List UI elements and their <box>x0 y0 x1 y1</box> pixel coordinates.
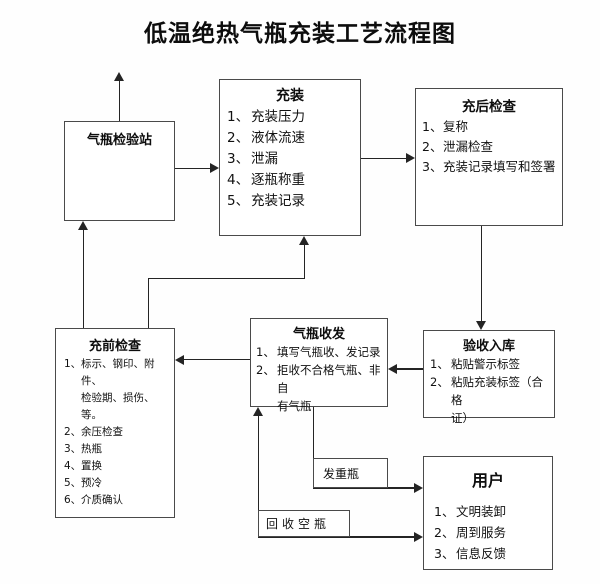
connector-precheck-to-filling-arrowhead <box>299 236 309 245</box>
connector-dispatch-full-arrowhead <box>414 483 423 493</box>
node-cylinder-inspection-station: 气瓶检验站 <box>64 121 175 221</box>
list-item: 1、复称 <box>422 119 469 134</box>
list-item: 2、泄漏检查 <box>422 139 494 154</box>
list-item: 2、余压检查 <box>64 426 123 438</box>
list-item: 1、标示、钢印、附件、检验期、损伤、等。 <box>64 358 155 421</box>
node-post-filling-check: 充后检查 1、复称 2、泄漏检查 3、充装记录填写和签署 <box>415 88 563 226</box>
list-item: 3、信息反馈 <box>434 546 507 561</box>
node-item-list: 1、标示、钢印、附件、检验期、损伤、等。 2、余压检查 3、热瓶 4、置换 5、… <box>56 354 174 509</box>
connector-precheck-to-station-arrowhead <box>78 221 88 230</box>
connector-precheck-to-filling-segment-2 <box>147 277 305 279</box>
node-title: 充前检查 <box>88 339 141 354</box>
connector-postcheck-to-acceptance-arrowhead <box>476 321 486 330</box>
connector-station-to-filling-arrowhead <box>210 163 219 173</box>
node-pre-filling-check: 充前检查 1、标示、钢印、附件、检验期、损伤、等。 2、余压检查 3、热瓶 4、… <box>55 328 175 518</box>
node-acceptance-warehousing: 验收入库 1、粘贴警示标签 2、粘贴充装标签（合格证） <box>423 330 555 425</box>
diagram-title: 低温绝热气瓶充装工艺流程图 <box>144 20 456 47</box>
connector-precheck-to-station-line <box>82 229 84 328</box>
list-item: 6、介质确认 <box>64 494 123 506</box>
label-dispatch-full-cylinders: 发重瓶 <box>313 458 388 488</box>
list-item: 2、拒收不合格气瓶、非自有气瓶 <box>256 363 381 413</box>
connector-filling-to-postcheck-arrowhead <box>406 153 415 163</box>
list-item: 2、液体流速 <box>227 130 305 146</box>
node-item-list: 1、粘贴警示标签 2、粘贴充装标签（合格证） <box>424 354 554 427</box>
node-item-list: 1、充装压力 2、液体流速 3、泄漏 4、逐瓶称重 5、充装记录 <box>220 105 360 212</box>
connector-acceptance-to-receiving-line <box>396 368 425 370</box>
node-title: 气瓶收发 <box>292 327 345 342</box>
connector-postcheck-to-acceptance-line <box>480 226 482 322</box>
node-filling: 充装 1、充装压力 2、液体流速 3、泄漏 4、逐瓶称重 5、充装记录 <box>219 79 361 236</box>
node-user: 用户 1、文明装卸 2、周到服务 3、信息反馈 <box>423 456 553 570</box>
list-item: 1、文明装卸 <box>434 504 507 519</box>
list-item: 3、泄漏 <box>227 151 278 167</box>
list-item: 1、粘贴警示标签 <box>430 357 520 371</box>
list-item: 4、置换 <box>64 460 102 472</box>
list-item: 5、预冷 <box>64 477 102 489</box>
connector-precheck-to-filling-segment-3 <box>303 244 305 278</box>
connector-filling-to-postcheck-line <box>361 157 406 159</box>
connector-station-exit-line <box>118 81 120 121</box>
connector-precheck-to-filling-segment-1 <box>147 278 149 328</box>
connector-recover-empty-segment-1 <box>257 415 259 537</box>
connector-receiving-to-precheck-arrowhead <box>175 354 184 365</box>
node-title: 用户 <box>471 471 504 490</box>
list-item: 2、周到服务 <box>434 525 507 540</box>
connector-recover-empty-arrowhead-up <box>253 407 263 416</box>
node-title: 气瓶检验站 <box>86 133 152 148</box>
list-item: 4、逐瓶称重 <box>227 172 305 188</box>
label-recover-empty-cylinders: 回收空瓶 <box>258 510 350 537</box>
connector-dispatch-full-segment-1 <box>312 407 314 488</box>
list-item: 1、充装压力 <box>227 109 305 125</box>
list-item: 3、热瓶 <box>64 443 102 455</box>
list-item: 2、粘贴充装标签（合格证） <box>430 375 543 425</box>
node-cylinder-receive-dispatch: 气瓶收发 1、填写气瓶收、发记录 2、拒收不合格气瓶、非自有气瓶 <box>250 318 388 413</box>
connector-station-exit-arrowhead <box>114 72 124 81</box>
connector-acceptance-to-receiving-arrowhead <box>388 364 397 374</box>
list-item: 1、填写气瓶收、发记录 <box>256 345 381 359</box>
list-item: 3、充装记录填写和签署 <box>422 159 556 174</box>
node-title: 充装 <box>276 88 304 104</box>
connector-recover-empty-arrowhead-right <box>414 532 423 542</box>
node-item-list: 1、文明装卸 2、周到服务 3、信息反馈 <box>424 501 552 564</box>
node-item-list: 1、填写气瓶收、发记录 2、拒收不合格气瓶、非自有气瓶 <box>251 342 387 415</box>
connector-station-to-filling-line <box>175 167 211 169</box>
node-title: 验收入库 <box>462 339 515 354</box>
connector-receiving-to-precheck-line <box>183 358 250 360</box>
list-item: 5、充装记录 <box>227 193 305 209</box>
node-title: 充后检查 <box>462 99 516 115</box>
node-item-list: 1、复称 2、泄漏检查 3、充装记录填写和签署 <box>416 115 562 177</box>
